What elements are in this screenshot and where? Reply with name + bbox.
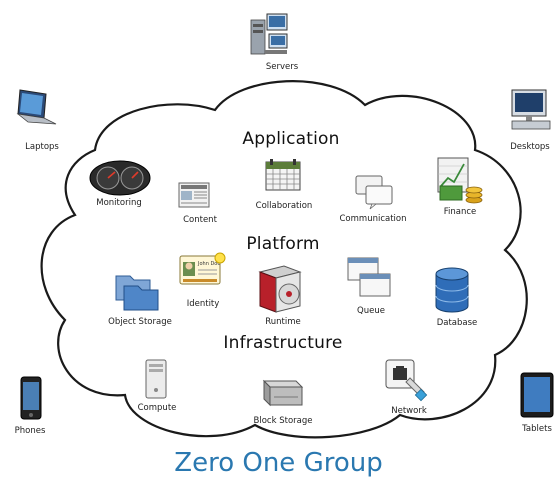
hard-drive-icon [262,379,304,407]
laptop-icon [16,89,57,125]
service-label-compute: Compute [137,403,177,413]
brand-title: Zero One Group [174,448,383,478]
id-card-name-text: John Doe [197,261,220,267]
service-label-identity: Identity [186,299,220,309]
chat-bubbles-icon [355,175,393,210]
device-label-laptops: Laptops [25,142,59,152]
service-label-object-storage: Object Storage [108,317,172,327]
device-label-phones: Phones [14,426,46,436]
desktop-computer-icon [511,89,551,130]
service-label-monitoring: Monitoring [96,198,142,208]
speedometer-icon [89,160,151,196]
service-label-communication: Communication [339,214,407,224]
calendar-icon [265,159,301,191]
folders-icon [115,275,159,311]
database-icon [435,267,469,313]
id-card-icon: John Doe [179,252,226,285]
layer-heading-platform: Platform [246,234,320,254]
service-label-finance: Finance [443,207,477,217]
network-port-icon [385,359,428,402]
service-label-runtime: Runtime [265,317,301,327]
service-label-collaboration: Collaboration [255,201,313,211]
service-label-network: Network [391,406,427,416]
pc-tower-icon [145,359,167,399]
service-label-content: Content [183,215,217,225]
device-label-tablets: Tablets [522,424,552,434]
service-label-database: Database [436,318,478,328]
service-label-queue: Queue [357,306,385,316]
software-box-icon [258,265,302,313]
window-stack-icon [347,257,391,297]
service-label-block-storage: Block Storage [253,416,313,426]
money-chart-icon [437,157,483,204]
layer-heading-infrastructure: Infrastructure [223,333,343,353]
device-label-servers: Servers [265,62,299,72]
newspaper-icon [178,182,210,208]
layer-heading-application: Application [242,129,340,149]
device-label-desktops: Desktops [510,142,550,152]
tablet-icon [520,372,554,418]
server-rack-icon [250,13,288,55]
smartphone-icon [20,376,42,420]
